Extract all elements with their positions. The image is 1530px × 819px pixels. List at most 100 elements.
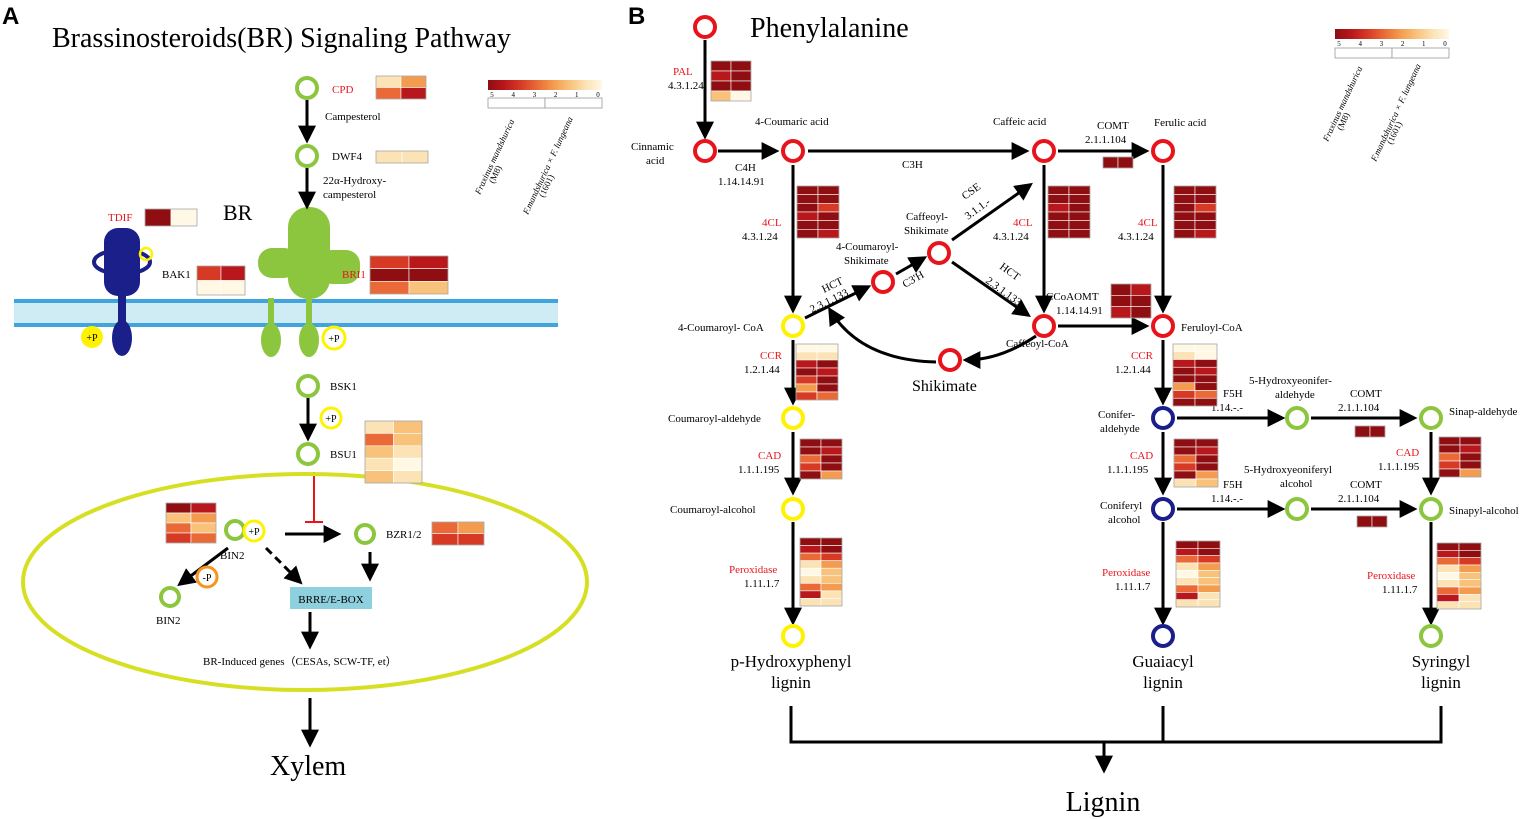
label-hydroxy-alcohol: 5-Hydroxyeoniferyl: [1244, 464, 1332, 476]
label-c4h-ec: 1.14.14.91: [718, 176, 765, 188]
label-sinapyl-alcohol: Sinapyl-alcohol: [1449, 505, 1519, 517]
heatmap-cell: [710, 70, 732, 82]
label-dwf4: DWF4: [332, 151, 362, 163]
heatmap-border: [196, 265, 246, 296]
legend-tick: 3: [1380, 40, 1384, 48]
label-bin2-free: BIN2: [156, 615, 180, 627]
heatmap-cell: [1436, 579, 1460, 588]
heatmap-cell: [799, 462, 822, 472]
label-cad: CAD: [1396, 447, 1419, 459]
heatmap-cell: [1459, 468, 1482, 478]
heatmap-cell: [369, 255, 410, 269]
heatmap-cell: [816, 383, 839, 393]
heatmap-border: [799, 438, 843, 480]
heatmap-cell: [400, 87, 427, 100]
heatmap-cell: [1354, 425, 1371, 438]
node-caffeic: [1032, 139, 1056, 163]
label-bri1: BRI1: [342, 269, 366, 281]
heatmap-border: [796, 185, 840, 239]
heatmap-cell: [820, 446, 843, 456]
heatmap-cell: [730, 70, 752, 82]
heatmap-cell: [165, 512, 192, 524]
label-aldehyde: aldehyde: [1100, 423, 1140, 435]
heatmap-cell: [369, 281, 410, 295]
label-h-lignin: p-Hydroxyphenyl: [731, 652, 852, 671]
heatmap-cell: [1194, 185, 1217, 195]
heatmap-cell: [1458, 579, 1482, 588]
heatmap-cell: [1173, 478, 1197, 488]
label-hydroxy2: campesterol: [323, 189, 376, 201]
label-comt: COMT: [1097, 120, 1129, 132]
label-ccr-ec: 1.2.1.44: [1115, 364, 1151, 376]
heatmaps: [144, 60, 1482, 610]
heatmap-cell: [1047, 203, 1070, 213]
node-feruloyl-coa: [1151, 314, 1175, 338]
heatmap-cell: [1175, 570, 1199, 578]
brre-box: [290, 587, 372, 609]
heatmap-cell: [1197, 540, 1221, 549]
legend-col-box: [1391, 47, 1450, 59]
heatmap-cell: [795, 359, 818, 369]
heatmap-cell: [1172, 343, 1196, 353]
label-c4h: C4H: [735, 162, 756, 174]
heatmap-cell: [1438, 452, 1461, 462]
heatmap-cell: [817, 220, 840, 230]
heatmap-perox3: [1436, 542, 1482, 610]
heatmap-border: [1173, 185, 1217, 239]
heatmap-cell: [817, 194, 840, 204]
label-hydroxy-aldehyde: 5-Hydroxyeonifer-: [1249, 375, 1332, 387]
heatmap-cell: [364, 433, 394, 447]
heatmap-cell: [820, 454, 843, 464]
heatmap-cell: [1195, 446, 1219, 456]
label-lignin: lignin: [1421, 673, 1461, 692]
heatmap-border: [1175, 540, 1221, 608]
heatmap-cell: [1459, 436, 1482, 446]
label-ferulic: Ferulic acid: [1154, 117, 1207, 129]
heatmap-cell: [1173, 203, 1196, 213]
heatmap-cell: [1047, 185, 1070, 195]
heatmap-cell: [796, 220, 819, 230]
heatmap-cell: [820, 598, 843, 607]
heatmap-cell: [799, 545, 822, 554]
label-bsk1: BSK1: [330, 381, 357, 393]
heatmap-border: [1173, 438, 1219, 488]
heatmap-cell: [165, 532, 192, 544]
panel-letter-b: B: [628, 3, 645, 30]
heatmap-cell: [1172, 382, 1196, 391]
heatmap-cell: [1047, 229, 1070, 239]
heatmap-cell: [1172, 397, 1196, 407]
node-hydroxy-alcohol: [1285, 497, 1309, 521]
label-feruloyl-coa: Feruloyl-CoA: [1181, 322, 1243, 334]
heatmap-cell: [165, 522, 192, 534]
heatmap-cell: [393, 433, 423, 447]
label-s-lignin: Syringyl: [1412, 652, 1471, 671]
label-peroxidase-ec: 1.11.1.7: [1382, 584, 1418, 596]
label-hct-ec: 2.3.1.133: [983, 275, 1024, 309]
heatmap-cell: [1173, 220, 1196, 230]
heatmap-cell: [375, 75, 402, 88]
heatmap-border: [710, 60, 752, 102]
heatmap-cell: [820, 560, 843, 569]
label-f5h-ec: 1.14.-.-: [1211, 402, 1243, 414]
heatmap-bzr: [431, 521, 485, 546]
heatmap-cad1: [799, 438, 843, 480]
heatmap-cell: [408, 268, 449, 282]
node-bin2-free: [159, 586, 181, 608]
heatmap-cell: [1458, 572, 1482, 580]
phospho-badge: [321, 325, 347, 351]
lignin-labels: p-Hydroxyphenyl lignin Guaiacyl lignin S…: [731, 652, 1471, 692]
heatmap-cell: [220, 265, 246, 281]
legend-col-box: [544, 97, 603, 109]
heatmap-cell: [799, 598, 822, 607]
label-shikimate-a: Shikimate: [904, 225, 949, 237]
heatmap-comt3: [1356, 515, 1388, 528]
node-sinap-aldehyde: [1419, 406, 1443, 430]
heatmap-cell: [795, 367, 818, 377]
label-ccr: CCR: [1131, 350, 1154, 362]
node-caffeoyl-shikimate: [927, 241, 951, 265]
heatmap-cell: [1436, 586, 1460, 595]
heatmap-cell: [408, 255, 449, 269]
heatmap-cell: [1175, 584, 1199, 593]
